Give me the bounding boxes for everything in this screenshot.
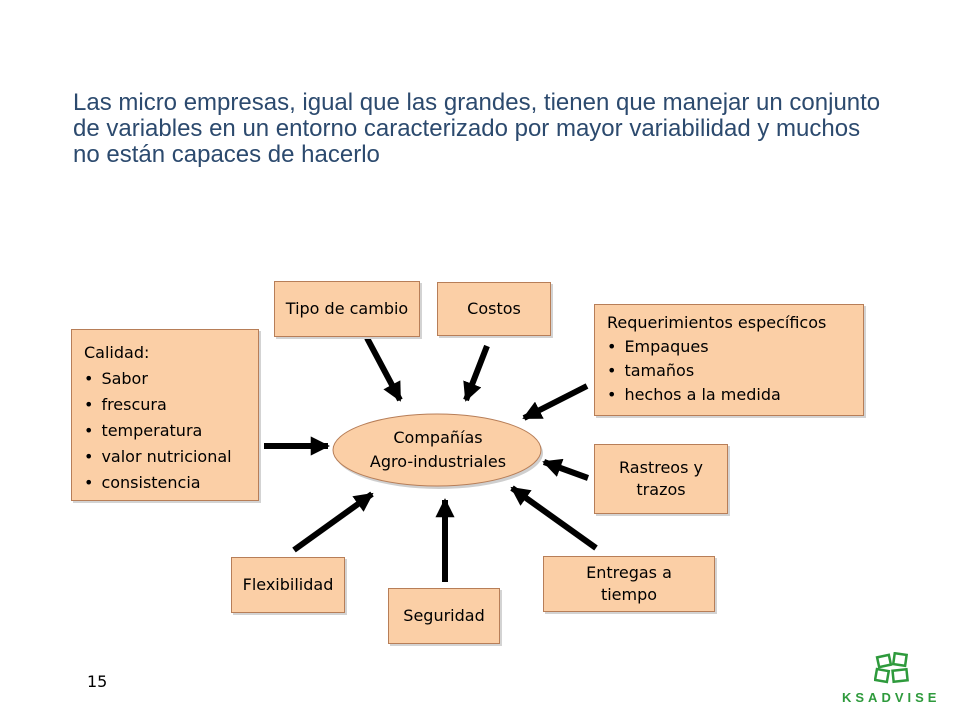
calidad-heading: Calidad: — [84, 343, 150, 362]
list-item: hechos a la medida — [607, 383, 853, 407]
entregas-line1: Entregas a — [586, 563, 672, 582]
tipo-de-cambio-label: Tipo de cambio — [285, 299, 409, 318]
center-label-line1: Compañías — [393, 428, 483, 447]
box-rastreos: Rastreos y trazos — [594, 444, 728, 514]
arrow-flexibilidad — [292, 491, 374, 553]
calidad-list: Sabor frescura temperatura valor nutrici… — [84, 366, 248, 496]
entregas-line2: tiempo — [600, 585, 658, 604]
arrow-rastreos — [542, 458, 590, 481]
flexibilidad-label: Flexibilidad — [242, 575, 334, 594]
arrow-tipo-de-cambio — [364, 336, 403, 402]
requerimientos-heading: Requerimientos específicos — [607, 313, 827, 332]
ksadvise-logo: KSADVISE — [838, 652, 948, 708]
list-item: temperatura — [84, 418, 248, 444]
center-ellipse — [332, 413, 543, 489]
arrow-requerimientos — [522, 383, 589, 421]
list-item: tamaños — [607, 359, 853, 383]
box-seguridad: Seguridad — [388, 588, 500, 644]
arrow-costos — [463, 344, 490, 402]
list-item: frescura — [84, 392, 248, 418]
rastreos-line2: trazos — [636, 480, 686, 499]
box-costos: Costos — [437, 282, 551, 336]
box-requerimientos: Requerimientos específicos Empaques tama… — [594, 304, 864, 416]
box-calidad: Calidad: Sabor frescura temperatura valo… — [71, 329, 259, 501]
list-item: consistencia — [84, 470, 248, 496]
list-item: Empaques — [607, 335, 853, 359]
costos-label: Costos — [467, 299, 521, 318]
center-label-line2: Agro-industriales — [369, 452, 507, 471]
seguridad-label: Seguridad — [403, 606, 485, 625]
box-tipo-de-cambio: Tipo de cambio — [274, 281, 420, 337]
logo-mark-icon — [874, 652, 909, 684]
box-flexibilidad: Flexibilidad — [231, 557, 345, 613]
box-entregas: Entregas a tiempo — [543, 556, 715, 612]
arrow-entregas — [510, 485, 598, 551]
center-label: Compañías Agro-industriales — [331, 426, 545, 474]
requerimientos-list: Empaques tamaños hechos a la medida — [607, 335, 853, 407]
list-item: valor nutricional — [84, 444, 248, 470]
logo-text: KSADVISE — [842, 690, 941, 705]
slide-title: Las micro empresas, igual que las grande… — [73, 89, 881, 168]
list-item: Sabor — [84, 366, 248, 392]
rastreos-line1: Rastreos y — [619, 458, 703, 477]
page-number: 15 — [87, 672, 108, 691]
